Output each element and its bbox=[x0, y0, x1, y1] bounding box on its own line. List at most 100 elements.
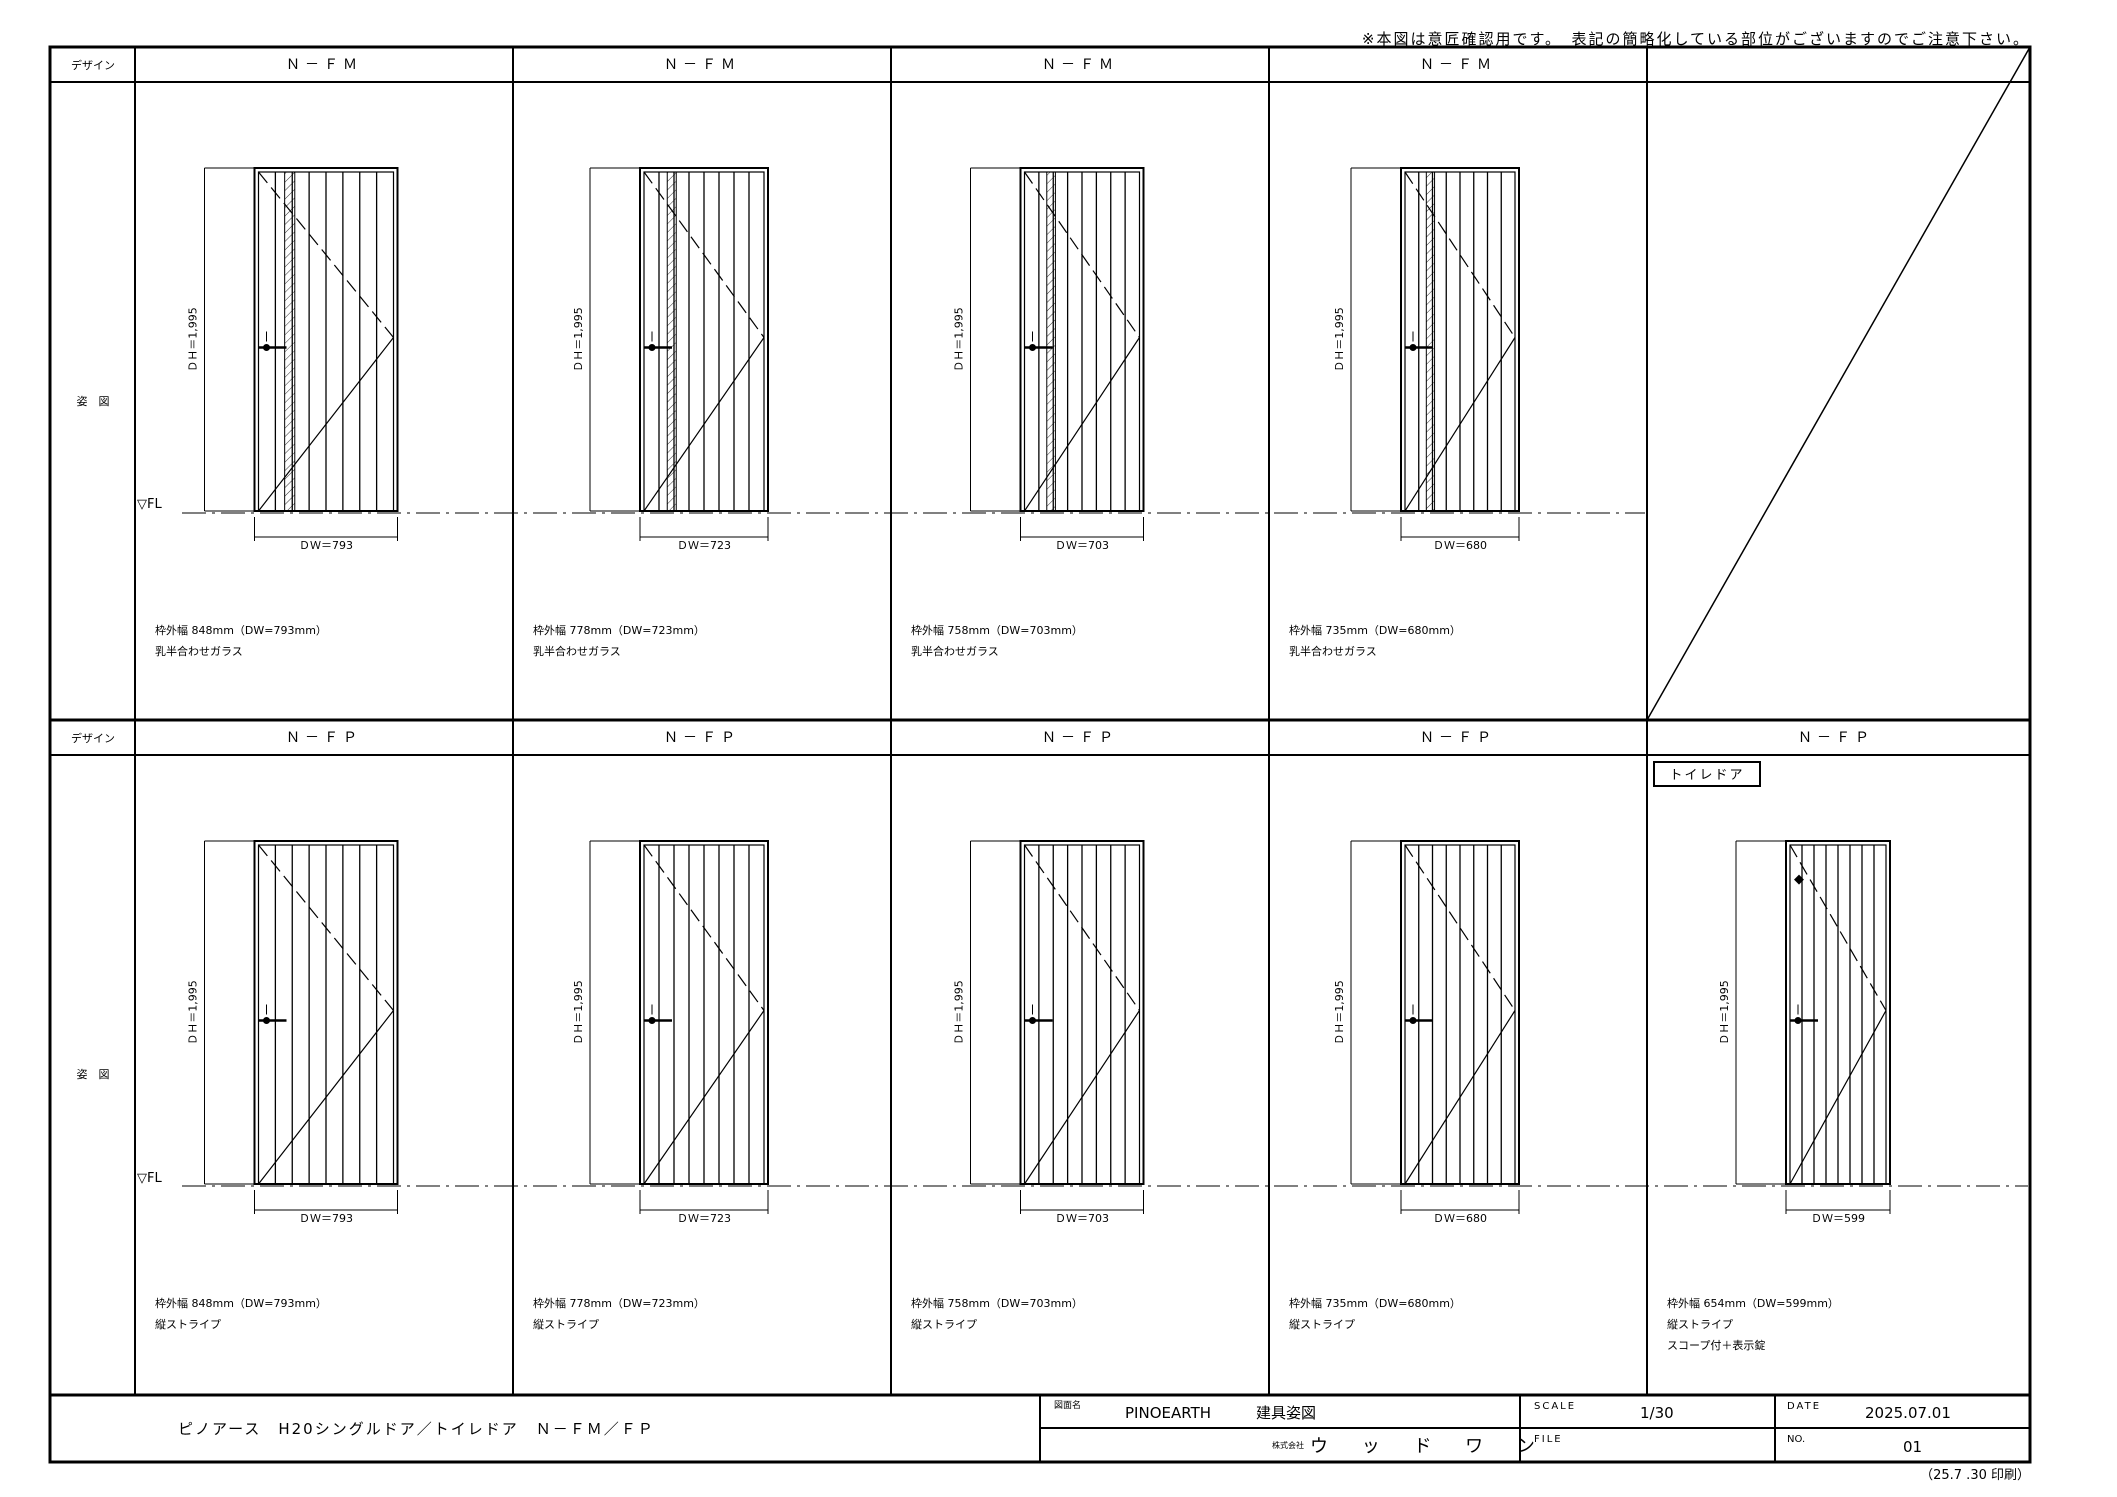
r2c4-dh-label: ＤＨ＝1,995 bbox=[1333, 980, 1346, 1045]
r1c1-glass-strip bbox=[284, 171, 296, 512]
r1c1-note-spec: 乳半合わせガラス bbox=[155, 644, 243, 658]
r2c2-swing-upper bbox=[643, 844, 765, 1011]
r2c2-dh-label: ＤＨ＝1,995 bbox=[572, 980, 585, 1045]
r1c4-model-label: Ｎ－ＦＭ bbox=[1420, 57, 1496, 73]
r1c1-swing-upper bbox=[258, 171, 394, 338]
r1c4-dw-label: ＤＷ＝680 bbox=[1433, 539, 1487, 552]
r2c3-swing-lower bbox=[1023, 1010, 1141, 1185]
r2c5-scope-mark: ◆ bbox=[1794, 872, 1804, 887]
r2c3-note-width: 枠外幅 758mm（DW=703mm） bbox=[911, 1296, 1083, 1310]
scale-value: 1/30 bbox=[1640, 1404, 1674, 1422]
r2c1-note-spec: 縦ストライプ bbox=[155, 1318, 221, 1331]
r1c4-swing-upper bbox=[1404, 171, 1516, 338]
file-label: FILE bbox=[1534, 1434, 1563, 1445]
r2c1-dh-label: ＤＨ＝1,995 bbox=[187, 980, 200, 1045]
r2c4-swing-upper bbox=[1404, 844, 1516, 1011]
r2c3-swing-upper bbox=[1024, 844, 1140, 1011]
table-grid bbox=[50, 46, 2031, 1397]
row1-elevation-label: 姿 図 bbox=[77, 395, 110, 408]
r1c3-swing-upper bbox=[1024, 171, 1140, 338]
r1c2-note-spec: 乳半合わせガラス bbox=[533, 644, 621, 658]
date-value: 2025.07.01 bbox=[1865, 1404, 1951, 1422]
r2c3-model-label: Ｎ－ＦＰ bbox=[1042, 730, 1118, 746]
r2c2-model-label: Ｎ－ＦＰ bbox=[664, 730, 740, 746]
r2c5-swing-upper bbox=[1789, 844, 1887, 1011]
r2c2-note-spec: 縦ストライプ bbox=[533, 1318, 599, 1331]
drawing-name: PINOEARTH 建具姿図 bbox=[1125, 1404, 1316, 1422]
r2c4-swing-lower bbox=[1404, 1010, 1516, 1185]
r1c4-dh-label: ＤＨ＝1,995 bbox=[1333, 307, 1346, 372]
company-name: ウ ッ ド ワ ン bbox=[1310, 1436, 1549, 1457]
r2c5-dw-label: ＤＷ＝599 bbox=[1811, 1212, 1865, 1225]
r1c2-note-width: 枠外幅 778mm（DW=723mm） bbox=[533, 623, 705, 637]
row2-elevation-label: 姿 図 bbox=[77, 1068, 110, 1081]
row2-design-label: デザイン bbox=[71, 731, 115, 745]
r1c4-note-spec: 乳半合わせガラス bbox=[1289, 644, 1377, 658]
r2c3-dw-label: ＤＷ＝703 bbox=[1055, 1212, 1109, 1225]
r2c1-handle-knob bbox=[263, 1017, 270, 1024]
r2c4-handle-knob bbox=[1409, 1017, 1417, 1024]
r1c3-handle-knob bbox=[1029, 344, 1036, 351]
r2c1-dw-label: ＤＷ＝793 bbox=[299, 1212, 353, 1225]
no-value: 01 bbox=[1903, 1438, 1922, 1456]
r2c2-handle-knob bbox=[648, 1017, 656, 1024]
r1c1-model-label: Ｎ－ＦＭ bbox=[286, 57, 362, 73]
r2c2-swing-lower bbox=[643, 1010, 765, 1185]
r1c2-glass-strip bbox=[666, 171, 677, 512]
r1c4-handle-knob bbox=[1409, 344, 1417, 351]
empty-cell-diagonal bbox=[1646, 46, 2031, 721]
r2c5-swing-lower bbox=[1789, 1010, 1887, 1185]
row1-design-label: デザイン bbox=[71, 58, 115, 72]
r1c4-note-width: 枠外幅 735mm（DW=680mm） bbox=[1289, 623, 1461, 637]
r1c1-note-width: 枠外幅 848mm（DW=793mm） bbox=[155, 623, 327, 637]
row2-fl-mark: ▽FL bbox=[137, 1171, 162, 1186]
drawing-name-label: 図面名 bbox=[1054, 1399, 1081, 1411]
r2c3-note-spec: 縦ストライプ bbox=[911, 1318, 977, 1331]
r1c4-swing-lower bbox=[1404, 337, 1516, 512]
r2c5-handle-knob bbox=[1794, 1017, 1802, 1024]
company-prefix: 株式会社 bbox=[1272, 1440, 1304, 1450]
r2c1-note-width: 枠外幅 848mm（DW=793mm） bbox=[155, 1296, 327, 1310]
r2c2-note-width: 枠外幅 778mm（DW=723mm） bbox=[533, 1296, 705, 1310]
title-block bbox=[1039, 1395, 2030, 1462]
r1c3-dw-label: ＤＷ＝703 bbox=[1055, 539, 1109, 552]
r1c2-swing-upper bbox=[643, 171, 765, 338]
no-label: NO. bbox=[1787, 1434, 1805, 1445]
r1c3-note-width: 枠外幅 758mm（DW=703mm） bbox=[911, 623, 1083, 637]
r2c2-dw-label: ＤＷ＝723 bbox=[677, 1212, 731, 1225]
r2c5-tag-label: トイレドア bbox=[1669, 768, 1744, 783]
scale-label: SCALE bbox=[1534, 1401, 1576, 1412]
r2c1-swing-lower bbox=[258, 1010, 394, 1185]
top-note: ※本図は意匠確認用です。 表記の簡略化している部位がございますのでご注意下さい。 bbox=[1362, 30, 2030, 48]
r2c4-note-spec: 縦ストライプ bbox=[1289, 1318, 1355, 1331]
r2c3-dh-label: ＤＨ＝1,995 bbox=[953, 980, 966, 1045]
r1c2-dw-label: ＤＷ＝723 bbox=[677, 539, 731, 552]
r2c5-note-spec: 縦ストライプ bbox=[1667, 1318, 1733, 1331]
r2c5-note-width: 枠外幅 654mm（DW=599mm） bbox=[1667, 1296, 1839, 1310]
r2c1-model-label: Ｎ－ＦＰ bbox=[286, 730, 362, 746]
r2c5-tag-box bbox=[1653, 761, 1761, 787]
project-title: ピノアース H20シングルドア／トイレドア Ｎ－ＦＭ／ＦＰ bbox=[178, 1420, 655, 1438]
r2c5-note-extra: スコープ付＋表示錠 bbox=[1667, 1338, 1765, 1352]
print-note: （25.7 .30 印刷） bbox=[1920, 1468, 2030, 1483]
r1c1-dw-label: ＤＷ＝793 bbox=[299, 539, 353, 552]
r1c3-swing-lower bbox=[1023, 337, 1141, 512]
r2c5-model-label: Ｎ－ＦＰ bbox=[1798, 730, 1874, 746]
r1c1-dh-label: ＤＨ＝1,995 bbox=[187, 307, 200, 372]
r1c3-dh-label: ＤＨ＝1,995 bbox=[953, 307, 966, 372]
r2c4-dw-label: ＤＷ＝680 bbox=[1433, 1212, 1487, 1225]
r2c3-handle-knob bbox=[1029, 1017, 1036, 1024]
r1c2-dh-label: ＤＨ＝1,995 bbox=[572, 307, 585, 372]
r1c2-swing-lower bbox=[643, 337, 765, 512]
